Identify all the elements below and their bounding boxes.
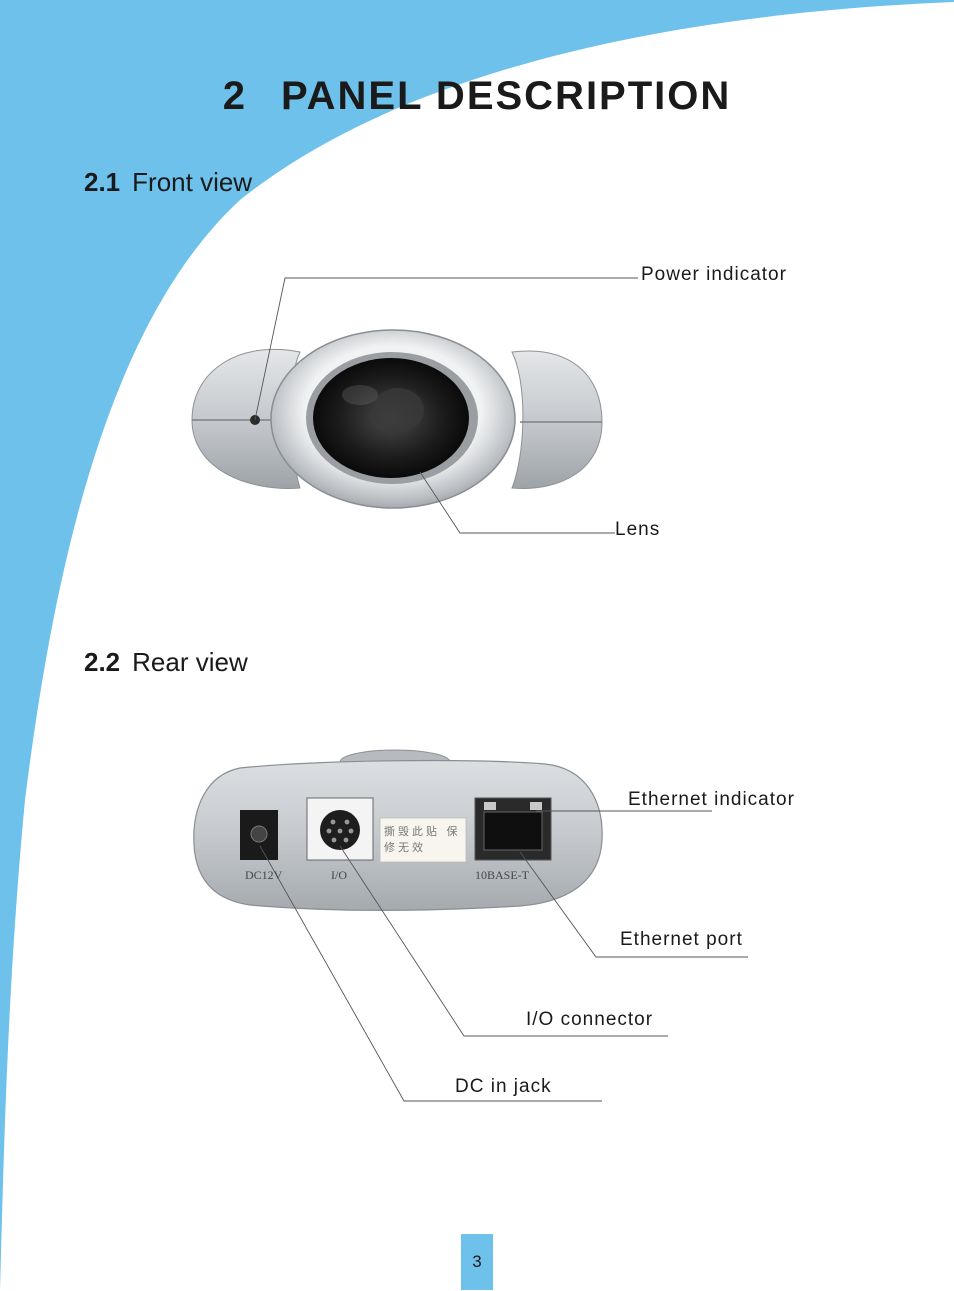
section-number: 2.2: [84, 647, 121, 677]
callout-io-connector: I/O connector: [526, 1009, 654, 1030]
callout-dc-in-jack: DC in jack: [455, 1076, 552, 1097]
section-title: Rear view: [132, 647, 248, 677]
section-rear-view-heading: 2.2 Rear view: [84, 647, 248, 678]
callout-ethernet-indicator: Ethernet indicator: [628, 789, 795, 810]
section-front-view-heading: 2.1 Front view: [84, 167, 252, 198]
rear-label-dc: DC12V: [245, 868, 283, 882]
chapter-number: 2: [222, 74, 247, 118]
rear-label-io: I/O: [331, 868, 347, 882]
page-number: 3: [461, 1234, 493, 1290]
callout-ethernet-port: Ethernet port: [620, 929, 743, 950]
callout-power-indicator: Power indicator: [641, 264, 787, 285]
section-number: 2.1: [84, 167, 121, 197]
callout-lens: Lens: [615, 519, 661, 540]
warranty-sticker-text: 撕毁此贴 保修无效: [384, 825, 461, 854]
section-title: Front view: [132, 167, 253, 197]
rear-label-ethernet: 10BASE-T: [475, 868, 529, 882]
chapter-title: PANEL DESCRIPTION: [280, 74, 732, 118]
page-title: 2 PANEL DESCRIPTION: [0, 74, 954, 119]
